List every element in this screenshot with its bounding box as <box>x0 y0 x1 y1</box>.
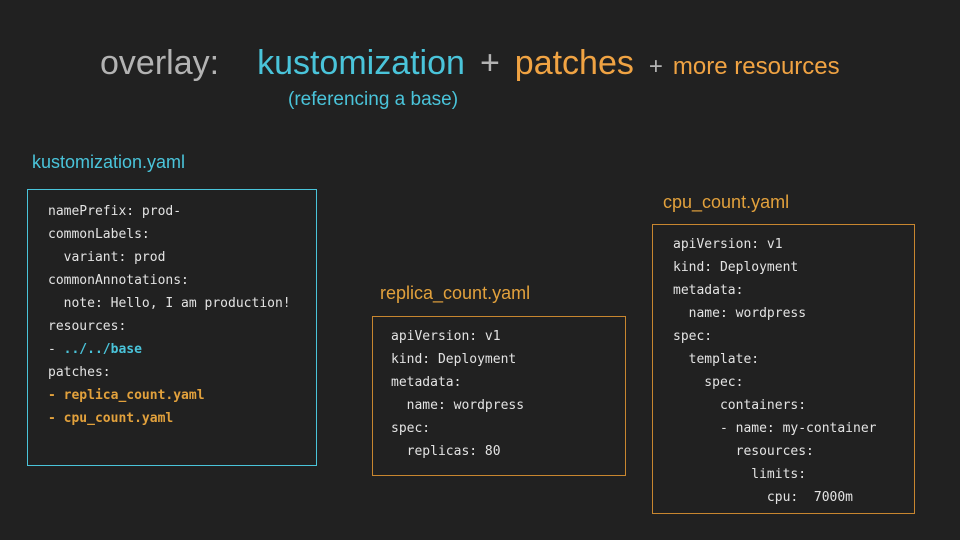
code-segment: kind: Deployment <box>673 260 799 275</box>
code-segment: - replica_count.yaml <box>48 388 205 403</box>
code-segment: kind: Deployment <box>391 352 517 367</box>
code-line: namePrefix: prod- <box>48 200 316 223</box>
code-segment: name: wordpress <box>673 306 807 321</box>
code-line: cpu: 7000m <box>673 486 914 509</box>
slide-title: overlay: kustomization + patches + more … <box>100 44 840 83</box>
code-segment: spec: <box>391 421 431 436</box>
code-line: containers: <box>673 394 914 417</box>
code-line: spec: <box>673 325 914 348</box>
code-segment: limits: <box>673 467 807 482</box>
code-segment: - name: my-container <box>673 421 877 436</box>
code-line: metadata: <box>673 279 914 302</box>
title-more-resources-text: more resources <box>672 53 840 80</box>
title-plus-sign-2: + <box>648 53 663 80</box>
code-line: - cpu_count.yaml <box>48 407 316 430</box>
code-segment: containers: <box>673 398 807 413</box>
code-line: kind: Deployment <box>391 348 625 371</box>
code-segment: apiVersion: v1 <box>673 237 783 252</box>
code-segment: variant: prod <box>48 250 166 265</box>
code-line: resources: <box>48 315 316 338</box>
code-segment: spec: <box>673 329 713 344</box>
code-segment: apiVersion: v1 <box>391 329 501 344</box>
code-line: variant: prod <box>48 246 316 269</box>
code-line: patches: <box>48 361 316 384</box>
code-segment: patches: <box>48 365 111 380</box>
code-segment: resources: <box>673 444 814 459</box>
code-segment: resources: <box>48 319 127 334</box>
code-line: apiVersion: v1 <box>673 233 914 256</box>
cpu-count-yaml-label: cpu_count.yaml <box>663 192 790 212</box>
code-segment: ../../base <box>63 342 142 357</box>
code-segment: - cpu_count.yaml <box>48 411 174 426</box>
code-line: - replica_count.yaml <box>48 384 316 407</box>
code-line: metadata: <box>391 371 625 394</box>
code-line: - name: my-container <box>673 417 914 440</box>
code-line: note: Hello, I am production! <box>48 292 316 315</box>
code-line: commonAnnotations: <box>48 269 316 292</box>
code-line: spec: <box>673 371 914 394</box>
code-segment: cpu: 7000m <box>673 490 854 505</box>
code-segment: commonAnnotations: <box>48 273 189 288</box>
code-line: name: wordpress <box>391 394 625 417</box>
code-line: - ../../base <box>48 338 316 361</box>
code-line: apiVersion: v1 <box>391 325 625 348</box>
code-segment: name: wordpress <box>391 398 525 413</box>
code-line: resources: <box>673 440 914 463</box>
replica-count-yaml-label: replica_count.yaml <box>380 283 531 303</box>
code-segment: note: Hello, I am production! <box>48 296 291 311</box>
title-plus-sign-1: + <box>479 44 500 82</box>
kustomization-yaml-label: kustomization.yaml <box>32 152 186 172</box>
code-line: commonLabels: <box>48 223 316 246</box>
code-segment: template: <box>673 352 760 367</box>
code-segment: namePrefix: prod- <box>48 204 182 219</box>
code-line: replicas: 80 <box>391 440 625 463</box>
title-patches-text: patches <box>514 44 634 82</box>
code-line: kind: Deployment <box>673 256 914 279</box>
code-line: spec: <box>391 417 625 440</box>
kustomization-yaml-code-box: namePrefix: prod-commonLabels: variant: … <box>27 189 317 466</box>
code-segment: spec: <box>673 375 744 390</box>
code-segment: replicas: 80 <box>391 444 501 459</box>
code-segment: metadata: <box>673 283 744 298</box>
code-line: name: wordpress <box>673 302 914 325</box>
title-kustomization-text: kustomization <box>257 44 465 82</box>
code-line: limits: <box>673 463 914 486</box>
title-overlay-text: overlay: <box>100 44 220 82</box>
code-segment: - <box>48 342 64 357</box>
code-line: template: <box>673 348 914 371</box>
code-segment: commonLabels: <box>48 227 150 242</box>
title-subtitle: (referencing a base) <box>288 89 459 110</box>
code-segment: metadata: <box>391 375 462 390</box>
